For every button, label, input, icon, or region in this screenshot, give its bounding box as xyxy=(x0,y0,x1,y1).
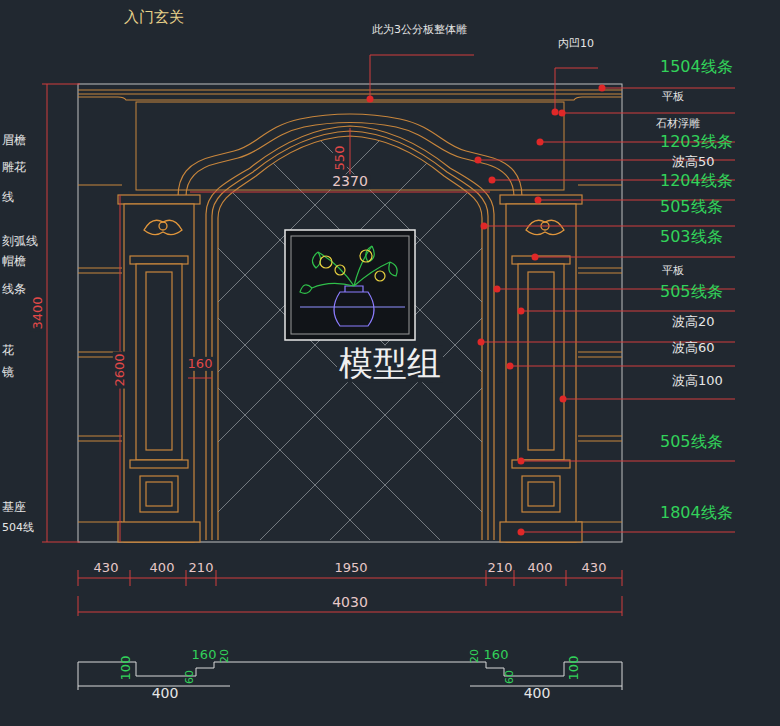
dimension-label: 1950 xyxy=(334,561,367,575)
profile-dimension: 60 xyxy=(504,670,516,684)
picture-frame xyxy=(285,230,415,340)
callout-label: 1204线条 xyxy=(660,172,733,190)
side-label: 基座 xyxy=(2,501,26,514)
callout-label: 波高50 xyxy=(672,155,715,169)
arch-moulding xyxy=(178,114,522,540)
outline xyxy=(78,84,622,542)
pilasters xyxy=(118,195,582,542)
side-label: 雕花 xyxy=(2,161,26,174)
tile-grid xyxy=(0,130,740,550)
side-label: 镜 xyxy=(2,366,14,379)
profile-dimension: 100 xyxy=(119,656,133,681)
callout-label: 1504线条 xyxy=(660,58,733,76)
callout-label: 505线条 xyxy=(660,283,723,301)
side-label: 504线 xyxy=(2,522,34,534)
callout-label: 平板 xyxy=(662,91,684,103)
callout-label: 石材浮雕 xyxy=(656,118,700,130)
callout-label: 503线条 xyxy=(660,228,723,246)
dimension-label: 210 xyxy=(488,561,513,575)
dimension-label: 550 xyxy=(333,144,347,173)
dimension-label: 430 xyxy=(94,561,119,575)
dimension-label: 400 xyxy=(528,561,553,575)
dimension-label: 4030 xyxy=(332,595,368,610)
side-label: 眉檐 xyxy=(2,134,26,147)
leader-dots xyxy=(367,85,606,536)
callout-label: 505线条 xyxy=(660,433,723,451)
callout-label: 内凹10 xyxy=(558,38,594,50)
drawing-title: 入门玄关 xyxy=(124,9,184,26)
dimension-label: 2370 xyxy=(330,174,370,189)
callout-label: 波高100 xyxy=(672,374,723,388)
profile-dimension: 20 xyxy=(469,649,481,663)
profile-dimension: 100 xyxy=(567,656,581,681)
callout-label: 1804线条 xyxy=(660,504,733,522)
profile-dimension: 160 xyxy=(484,648,509,662)
flower-vase xyxy=(300,246,405,326)
callout-label: 波高60 xyxy=(672,341,715,355)
profile-dimension: 160 xyxy=(192,648,217,662)
dimension-lines xyxy=(42,84,622,616)
profile-dimension: 20 xyxy=(219,649,231,663)
side-label: 线 xyxy=(2,191,14,204)
dimension-label: 210 xyxy=(189,561,214,575)
callout-label: 波高20 xyxy=(672,315,715,329)
side-label: 帽檐 xyxy=(2,255,26,268)
dimension-label: 160 xyxy=(186,357,215,371)
dimension-label: 3400 xyxy=(31,294,45,331)
callout-label: 1203线条 xyxy=(660,133,733,151)
callout-label: 505线条 xyxy=(660,198,723,216)
picture-inner xyxy=(291,236,409,334)
callout-label: 平板 xyxy=(662,265,684,277)
dimension-label: 2600 xyxy=(113,351,127,388)
cornice xyxy=(78,90,622,100)
side-label: 花 xyxy=(2,344,14,357)
side-label: 刻弧线 xyxy=(2,235,38,248)
profile-dimension: 60 xyxy=(184,670,196,684)
side-label: 线条 xyxy=(2,283,26,296)
callout-label: 此为3公分板整体雕 xyxy=(372,24,467,36)
dimension-label: 400 xyxy=(150,561,175,575)
leader-lines xyxy=(370,55,735,532)
upper-panel xyxy=(136,102,564,190)
profile-dimension: 400 xyxy=(524,686,551,701)
watermark: 模型组 xyxy=(337,345,443,382)
dimension-label: 430 xyxy=(582,561,607,575)
profile-dimension: 400 xyxy=(152,686,179,701)
